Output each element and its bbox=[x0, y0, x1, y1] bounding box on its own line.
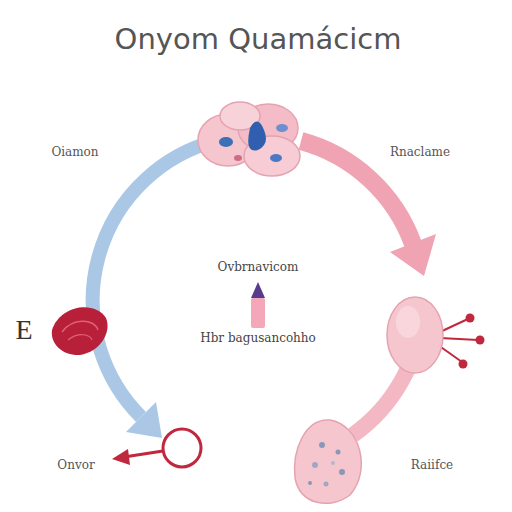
male-symbol bbox=[112, 429, 201, 467]
cycle-label: Hbr bagusancohho bbox=[198, 332, 318, 346]
dotted-egg bbox=[295, 420, 362, 503]
cycle-label: Raiifce bbox=[409, 459, 455, 473]
red-organ bbox=[52, 307, 108, 355]
cycle-label: E bbox=[13, 314, 34, 346]
egg-cell bbox=[387, 297, 485, 373]
vial-icon bbox=[251, 282, 265, 328]
cycle-arrow bbox=[93, 141, 215, 417]
cycle-label: Rnaclame bbox=[388, 146, 452, 160]
diagram-title: Onyom Quamácicm bbox=[113, 23, 404, 56]
cycle-label: Oiamon bbox=[49, 146, 100, 160]
arrow-head bbox=[390, 234, 436, 276]
cycle-label: Onvor bbox=[55, 459, 96, 473]
cycle-label: Ovbrnavicom bbox=[216, 261, 301, 275]
arrow-head bbox=[126, 402, 162, 438]
cell-cluster bbox=[198, 102, 300, 176]
